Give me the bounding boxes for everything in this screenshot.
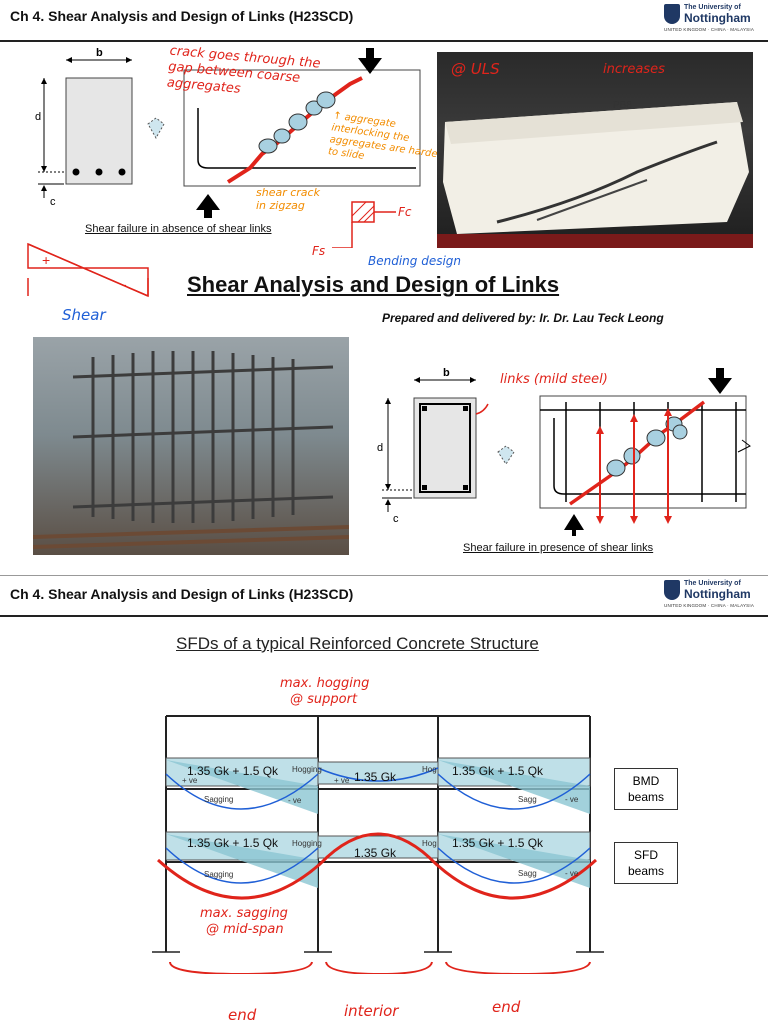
hogging-1: Hogging [292, 765, 322, 774]
label-d-bottom: d [377, 442, 384, 454]
sagging-1: Sagging [204, 795, 234, 804]
beam-test-photo: @ ULS increases PB8 [437, 52, 753, 248]
label-b-bottom: b [443, 367, 450, 379]
end-right-note: end [492, 998, 521, 1016]
header-rule [0, 40, 768, 42]
links-note: links (mild steel) [500, 372, 608, 387]
plus-ve-2: + ve [182, 776, 198, 785]
label-d-top: d [35, 111, 42, 123]
shear-failure-no-links-diagram [38, 48, 421, 248]
load-left-bottom: 1.35 Gk + 1.5 Qk [187, 836, 279, 850]
end-left-note: end [228, 1006, 257, 1024]
slide-1: Ch 4. Shear Analysis and Design of Links… [0, 4, 768, 555]
slide1-title: Shear Analysis and Design of Links [187, 272, 560, 297]
fs-label: Fs [312, 244, 326, 258]
slide1-subtitle: Prepared and delivered by: Ir. Dr. Lau T… [382, 311, 664, 325]
fc-label: Fc [398, 205, 412, 219]
label-c-top: c [50, 196, 56, 208]
minus-ve-2: - ve [565, 795, 579, 804]
increases-note: increases [603, 62, 665, 77]
shear-failure-with-links-diagram [382, 368, 751, 536]
minus-ve-3: - ve [565, 869, 579, 878]
slide1-header-title: Ch 4. Shear Analysis and Design of Links… [10, 8, 354, 24]
slide2-header-title: Ch 4. Shear Analysis and Design of Links… [10, 586, 354, 602]
load-right-bottom: 1.35 Gk + 1.5 Qk [452, 836, 544, 850]
hog-2: Hog [422, 839, 437, 848]
logo-line1: The University of [684, 4, 741, 11]
hogging-2: Hogging [292, 839, 322, 848]
shear-note: Shear [62, 306, 106, 324]
logo-line3: UNITED KINGDOM · CHINA · MALAYSIA [664, 27, 755, 32]
load-mid-top: 1.35 Gk [354, 770, 397, 784]
logo-line2: Nottingham [684, 11, 751, 25]
slide-2: Ch 4. Shear Analysis and Design of Links… [0, 575, 768, 1025]
specimen-tag: PB8 [613, 100, 632, 111]
beam-photo-shape [437, 102, 753, 248]
max-sagging-note: max. sagging@ mid-span [200, 906, 288, 937]
minus-ve-1: - ve [288, 796, 302, 805]
caption-no-links: Shear failure in absence of shear links [85, 223, 272, 235]
hog-1: Hog [422, 765, 437, 774]
crest-icon-2 [664, 580, 680, 600]
logo2-line1: The University of [684, 580, 741, 587]
interior-note: interior [344, 1002, 399, 1020]
logo2-line2: Nottingham [684, 587, 751, 601]
label-b-top: b [96, 47, 103, 59]
slide2-title: SFDs of a typical Reinforced Concrete St… [176, 634, 539, 653]
rebar-cage-shapes [33, 351, 349, 549]
shear-sketch [27, 242, 149, 298]
sagg-1: Sagg [518, 795, 537, 804]
shear-minus: - [122, 276, 127, 292]
shear-crack-note: shear crack in zigzag [256, 186, 320, 212]
plus-ve-1: + ve [334, 776, 350, 785]
max-hogging-note: max. hogging@ support [280, 676, 370, 707]
shear-plus: + [42, 252, 51, 268]
load-right-top: 1.35 Gk + 1.5 Qk [452, 764, 544, 778]
header-rule-2 [0, 615, 768, 617]
sagging-2: Sagging [204, 870, 234, 879]
sagg-2: Sagg [518, 869, 537, 878]
rebar-cage-photo [33, 337, 349, 555]
crest-icon [664, 4, 680, 24]
load-left-top: 1.35 Gk + 1.5 Qk [187, 764, 279, 778]
logo2-line3: UNITED KINGDOM · CHINA · MALAYSIA [664, 603, 755, 608]
uls-note: @ ULS [451, 60, 500, 78]
bending-design-note: Bending design [368, 254, 462, 268]
university-logo: The University of Nottingham UNITED KING… [664, 4, 764, 34]
caption-with-links: Shear failure in presence of shear links [463, 542, 654, 554]
load-mid-bottom: 1.35 Gk [354, 846, 397, 860]
university-logo-2: The University of Nottingham UNITED KING… [664, 580, 764, 610]
label-c-bottom: c [393, 513, 399, 525]
